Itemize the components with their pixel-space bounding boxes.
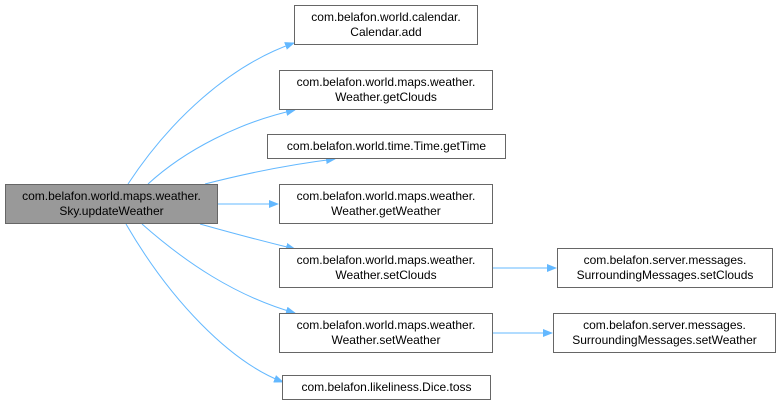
node-weather-set-weather[interactable]: com.belafon.world.maps.weather. Weather.… bbox=[279, 313, 493, 353]
node-weather-set-clouds[interactable]: com.belafon.world.maps.weather. Weather.… bbox=[279, 248, 493, 288]
edge-root-to-weather-get-clouds bbox=[147, 108, 296, 185]
node-dice-toss[interactable]: com.belafon.likeliness.Dice.toss bbox=[282, 375, 491, 400]
edge-root-to-dice-toss bbox=[125, 223, 284, 383]
edge-root-to-weather-set-weather bbox=[141, 223, 296, 315]
node-weather-get-weather[interactable]: com.belafon.world.maps.weather. Weather.… bbox=[279, 184, 493, 224]
node-surrounding-messages-set-weather[interactable]: com.belafon.server.messages. Surrounding… bbox=[553, 313, 776, 353]
edge-root-to-calendar-add bbox=[127, 42, 295, 185]
node-weather-get-clouds[interactable]: com.belafon.world.maps.weather. Weather.… bbox=[279, 70, 493, 110]
node-surrounding-messages-set-clouds[interactable]: com.belafon.server.messages. Surrounding… bbox=[557, 248, 773, 288]
edge-root-to-weather-set-clouds bbox=[199, 223, 296, 251]
node-calendar-add[interactable]: com.belafon.world.calendar. Calendar.add bbox=[294, 5, 478, 45]
edge-root-to-time-get-time bbox=[204, 156, 336, 185]
node-time-get-time[interactable]: com.belafon.world.time.Time.getTime bbox=[267, 134, 506, 159]
root-node-sky-update-weather: com.belafon.world.maps.weather. Sky.upda… bbox=[5, 184, 218, 224]
